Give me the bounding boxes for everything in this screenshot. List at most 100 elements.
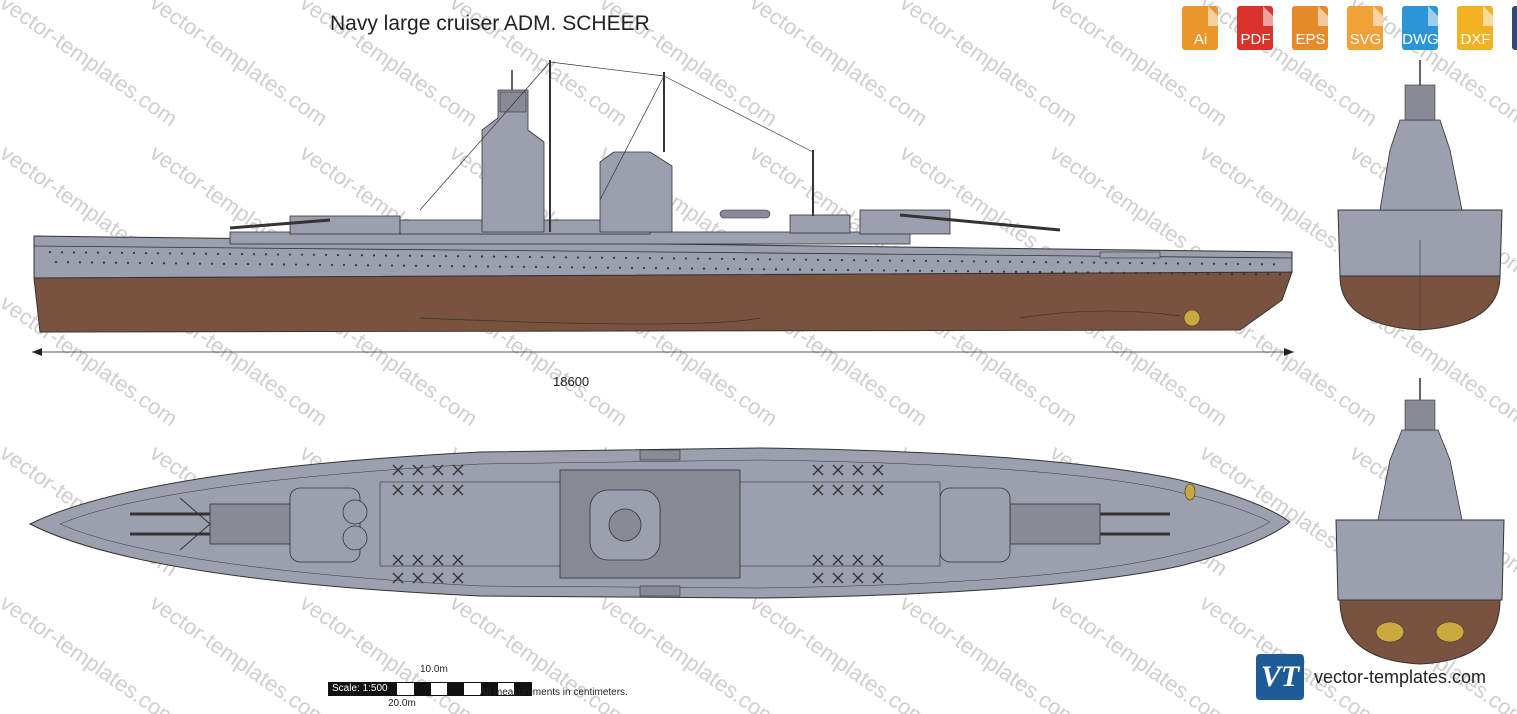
porthole [756, 258, 760, 261]
porthole [84, 251, 88, 254]
aa-gun-mark [392, 484, 404, 496]
scale-top-label: 10.0m [420, 664, 448, 675]
porthole [1146, 271, 1150, 275]
porthole [504, 255, 508, 258]
porthole [882, 269, 886, 272]
aa-gun-mark [812, 464, 824, 476]
format-pdf-button[interactable]: PDF [1231, 6, 1280, 54]
porthole [192, 252, 196, 255]
porthole [1008, 260, 1012, 263]
rear-view [1335, 378, 1505, 665]
porthole [222, 262, 226, 265]
porthole [912, 259, 916, 262]
porthole [402, 264, 406, 267]
porthole [144, 252, 148, 255]
porthole [414, 264, 418, 267]
porthole [822, 268, 826, 271]
porthole [108, 251, 112, 254]
porthole [972, 260, 976, 263]
porthole [684, 257, 688, 260]
scale-bottom-label: 20.0m [388, 698, 416, 709]
porthole [624, 256, 628, 260]
porthole [828, 258, 832, 262]
aa-guns [392, 464, 884, 584]
format-svg-button[interactable]: SVG [1341, 6, 1390, 54]
porthole [468, 255, 472, 258]
porthole [54, 261, 58, 264]
porthole [318, 263, 322, 266]
porthole [1224, 262, 1228, 266]
porthole [900, 259, 904, 262]
scale-bar [396, 682, 532, 696]
aa-gun-mark [432, 554, 444, 566]
aa-gun-mark [832, 484, 844, 496]
porthole [1206, 272, 1210, 275]
porthole [138, 261, 142, 265]
porthole [1170, 272, 1174, 275]
format-dxf-button[interactable]: DXF [1451, 6, 1500, 54]
porthole [888, 259, 892, 262]
porthole [870, 269, 874, 272]
porthole [936, 259, 940, 263]
porthole [288, 253, 292, 256]
porthole [168, 252, 172, 255]
porthole [1116, 261, 1120, 264]
porthole [390, 264, 394, 267]
porthole [96, 251, 100, 254]
format-buttons: Ai PDF EPS SVG DWG DXF [1176, 6, 1517, 54]
porthole [528, 255, 532, 259]
porthole [438, 264, 442, 268]
porthole [570, 266, 574, 269]
brand[interactable]: VT vector-templates.com [1256, 654, 1486, 700]
porthole [672, 257, 676, 260]
porthole [246, 262, 250, 266]
porthole [186, 262, 190, 265]
porthole [1218, 272, 1222, 275]
aa-gun-mark [832, 464, 844, 476]
porthole [600, 256, 604, 259]
porthole [444, 255, 448, 258]
porthole [306, 263, 310, 266]
porthole [156, 252, 160, 255]
porthole [462, 265, 466, 268]
aa-gun-mark [832, 572, 844, 584]
porthole [1110, 271, 1114, 274]
file-stack-icon[interactable] [1506, 6, 1517, 54]
format-dwg-button[interactable]: DWG [1396, 6, 1445, 54]
porthole [858, 269, 862, 272]
porthole [990, 270, 994, 273]
porthole [576, 256, 580, 259]
porthole [1086, 271, 1090, 274]
porthole [1152, 262, 1156, 265]
porthole [834, 268, 838, 272]
porthole [60, 251, 64, 254]
porthole [396, 254, 400, 257]
aa-gun-mark [872, 554, 884, 566]
porthole [588, 256, 592, 259]
porthole [846, 268, 850, 272]
porthole [762, 268, 766, 271]
porthole [816, 258, 820, 261]
length-dimension-value: 18600 [553, 374, 590, 389]
format-eps-button[interactable]: EPS [1286, 6, 1335, 54]
porthole [768, 258, 772, 261]
porthole [1140, 261, 1144, 265]
format-ai-button[interactable]: Ai [1176, 6, 1225, 54]
porthole [696, 257, 700, 260]
porthole [252, 253, 256, 256]
porthole [606, 266, 610, 269]
porthole [930, 269, 934, 273]
porthole [906, 269, 910, 272]
porthole [174, 262, 178, 265]
porthole [1248, 263, 1252, 266]
aa-gun-mark [392, 572, 404, 584]
porthole [1092, 261, 1096, 264]
aa-gun-mark [852, 464, 864, 476]
porthole [1182, 272, 1186, 275]
brand-name: vector-templates.com [1314, 666, 1487, 687]
porthole [330, 263, 334, 267]
porthole [660, 257, 664, 260]
aa-gun-mark [852, 554, 864, 566]
porthole [1074, 271, 1078, 274]
